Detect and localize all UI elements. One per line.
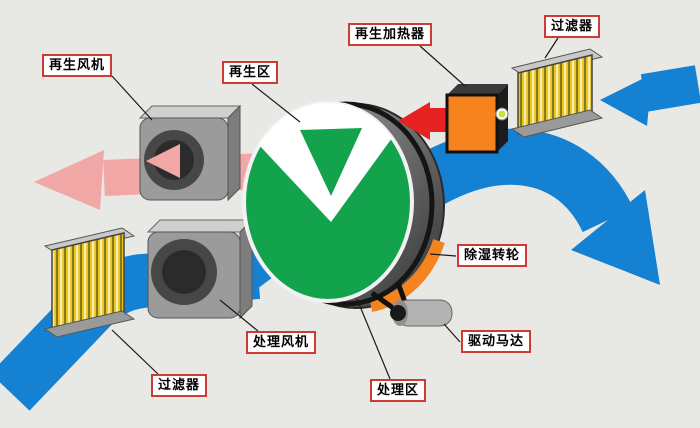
label-process-zone: 处理区 bbox=[370, 379, 427, 402]
label-drive-motor: 驱动马达 bbox=[461, 330, 532, 353]
filter-frame-bottom bbox=[43, 310, 136, 338]
hot-air-arrow bbox=[398, 102, 446, 140]
leader-rotor bbox=[429, 253, 457, 257]
leader-regen-zone bbox=[251, 83, 301, 123]
wheel-media-orange bbox=[369, 239, 445, 312]
regen-air-inlet-arrow bbox=[600, 65, 700, 126]
dry-air-arrowhead bbox=[571, 190, 660, 285]
filter-top-right bbox=[510, 48, 604, 138]
heater-top-face bbox=[447, 84, 508, 95]
label-regen-heater: 再生加热器 bbox=[348, 23, 433, 46]
leader-regen-heater bbox=[419, 45, 466, 87]
fan-top-face bbox=[146, 219, 254, 233]
fan-side-face bbox=[227, 104, 241, 202]
fan-top-face bbox=[138, 105, 242, 119]
leader-drive-motor bbox=[443, 323, 461, 343]
regen-air-band bbox=[640, 65, 700, 112]
fan-hub bbox=[162, 250, 206, 294]
heater-indicator-dot bbox=[498, 110, 506, 118]
leader-regen-fan bbox=[111, 75, 153, 121]
label-regen-zone: 再生区 bbox=[222, 61, 279, 84]
exhaust-arrowhead-small bbox=[146, 144, 180, 178]
label-regen-fan: 再生风机 bbox=[42, 54, 113, 77]
heater-front-face bbox=[445, 93, 499, 154]
filter-bottom-left bbox=[43, 227, 136, 338]
belt-line bbox=[370, 290, 398, 313]
label-rotor: 除湿转轮 bbox=[457, 244, 528, 267]
sector-notch bbox=[300, 128, 362, 196]
regen-fan bbox=[138, 104, 242, 202]
label-filter-bottom: 过滤器 bbox=[151, 374, 208, 397]
leader-lines bbox=[111, 37, 559, 380]
motor-pulley bbox=[390, 305, 406, 321]
label-filter-top: 过滤器 bbox=[544, 15, 601, 38]
label-process-fan: 处理风机 bbox=[246, 331, 317, 354]
leader-filter-top bbox=[544, 37, 559, 59]
leader-process-fan bbox=[219, 299, 259, 332]
regen-heater bbox=[445, 84, 509, 154]
process-fan bbox=[146, 218, 254, 320]
filter-frame-bottom bbox=[510, 109, 604, 138]
leader-process-zone bbox=[356, 298, 391, 380]
regen-exhaust-arrowhead bbox=[34, 150, 104, 210]
regen-air-arrowhead bbox=[600, 74, 652, 126]
leader-filter-bottom bbox=[111, 329, 159, 375]
hot-air-arrowhead bbox=[398, 102, 430, 140]
rotor-wheel bbox=[242, 101, 453, 327]
